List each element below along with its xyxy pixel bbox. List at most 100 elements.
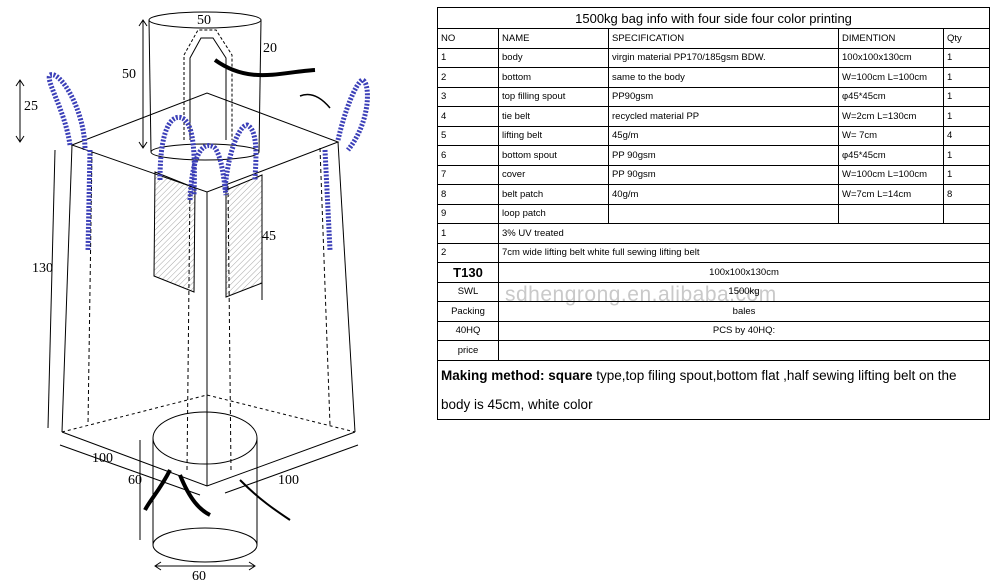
cell-qty: 1	[942, 67, 991, 88]
spec-table: 1500kg bag info with four side four colo…	[436, 7, 991, 420]
dim-loop-height: 25	[24, 99, 38, 114]
cell-no: 7	[437, 164, 499, 185]
info-row: 40HQ PCS by 40HQ:	[437, 320, 991, 341]
cell-no: 8	[437, 184, 499, 205]
header-no: NO	[437, 28, 499, 49]
cell-name: loop patch	[498, 203, 609, 224]
info-row: T130 100x100x130cm	[437, 262, 991, 283]
bag-top-face	[70, 92, 340, 193]
table-row: 9 loop patch	[437, 203, 991, 224]
cell-qty: 1	[942, 86, 991, 107]
cell-name: belt patch	[498, 184, 609, 205]
header-qty: Qty	[942, 28, 991, 49]
cell-qty: 8	[942, 184, 991, 205]
cell-name: top filling spout	[498, 86, 609, 107]
cell-no: 2	[437, 67, 499, 88]
note-text: 7cm wide lifting belt white full sewing …	[497, 242, 991, 263]
header-name: NAME	[498, 28, 609, 49]
table-row: 4 tie belt recycled material PP W=2cm L=…	[437, 106, 991, 127]
table-row: 5 lifting belt 45g/m W= 7cm 4	[437, 125, 991, 146]
info-label-swl: SWL	[437, 281, 499, 302]
cell-dim: W= 7cm	[838, 125, 944, 146]
table-row: 8 belt patch 40g/m W=7cm L=14cm 8	[437, 184, 991, 205]
lifting-loop-right	[335, 77, 370, 152]
cell-spec: virgin material PP170/185gsm BDW.	[608, 47, 839, 68]
table-row: 6 bottom spout PP 90gsm φ45*45cm 1	[437, 145, 991, 166]
cell-dim: W=100cm L=100cm	[838, 164, 944, 185]
cell-spec: recycled material PP	[608, 106, 839, 127]
cell-dim: 100x100x130cm	[838, 47, 944, 68]
cell-spec: 40g/m	[608, 184, 839, 205]
note-no: 1	[437, 223, 499, 244]
dim-bottom-spout-width: 60	[192, 569, 206, 584]
cell-no: 1	[437, 47, 499, 68]
cell-dim	[838, 203, 944, 224]
table-row: 3 top filling spout PP90gsm φ45*45cm 1	[437, 86, 991, 107]
cell-dim: φ45*45cm	[838, 86, 944, 107]
cell-no: 9	[437, 203, 499, 224]
table-title-row: 1500kg bag info with four side four colo…	[436, 7, 991, 29]
bag-bottom-face	[61, 431, 356, 487]
dim-patch-length: 45	[262, 229, 276, 244]
cell-spec: PP90gsm	[608, 86, 839, 107]
info-row: Packing bales	[437, 301, 991, 322]
info-value-packing: bales	[497, 301, 991, 322]
cell-qty: 1	[942, 47, 991, 68]
method-label: Making method: square	[441, 367, 593, 383]
bottom-spout-rim	[152, 411, 258, 465]
cell-no: 4	[437, 106, 499, 127]
info-label-price: price	[437, 340, 499, 361]
dim-body-height: 130	[32, 261, 53, 276]
cell-name: lifting belt	[498, 125, 609, 146]
header-dimention: DIMENTION	[838, 28, 944, 49]
info-value-swl: 1500kg	[497, 281, 991, 302]
note-text: 3% UV treated	[497, 223, 991, 244]
dim-spout-top-width: 50	[197, 13, 211, 28]
dim-spout-top-length: 50	[122, 67, 136, 82]
info-value-40hq: PCS by 40HQ:	[497, 320, 991, 341]
cell-spec: 45g/m	[608, 125, 839, 146]
header-specification: SPECIFICATION	[608, 28, 839, 49]
table-row: 2 bottom same to the body W=100cm L=100c…	[437, 67, 991, 88]
info-label-packing: Packing	[437, 301, 499, 322]
note-no: 2	[437, 242, 499, 263]
cell-dim: W=2cm L=130cm	[838, 106, 944, 127]
info-value-model: 100x100x130cm	[497, 262, 991, 283]
belt-patch-right	[225, 174, 263, 298]
table-header-row: NO NAME SPECIFICATION DIMENTION Qty	[437, 28, 991, 49]
info-row: price	[437, 340, 991, 361]
cell-name: bottom spout	[498, 145, 609, 166]
dim-base-left: 100	[92, 451, 113, 466]
info-label-40hq: 40HQ	[437, 320, 499, 341]
table-row: 1 body virgin material PP170/185gsm BDW.…	[437, 47, 991, 68]
cell-spec	[608, 203, 839, 224]
info-row: SWL 1500kg	[437, 281, 991, 302]
note-row: 1 3% UV treated	[437, 223, 991, 244]
cell-no: 5	[437, 125, 499, 146]
cell-dim: φ45*45cm	[838, 145, 944, 166]
dim-bottom-spout-height: 60	[128, 473, 142, 488]
belt-patch-left	[153, 171, 196, 293]
table-title: 1500kg bag info with four side four colo…	[436, 7, 991, 29]
dim-spout-top-height: 20	[263, 41, 277, 56]
cell-spec: same to the body	[608, 67, 839, 88]
info-label-model: T130	[437, 262, 499, 283]
cell-name: cover	[498, 164, 609, 185]
cell-name: tie belt	[498, 106, 609, 127]
cell-spec: PP 90gsm	[608, 164, 839, 185]
cell-qty: 1	[942, 164, 991, 185]
bag-drawing: 50 20 50 25 130 45 100 100 60 60	[15, 11, 370, 584]
lifting-loop-left	[46, 72, 88, 151]
cell-name: bottom	[498, 67, 609, 88]
making-method: Making method: square type,top filing sp…	[436, 359, 991, 420]
cell-qty: 1	[942, 106, 991, 127]
cell-dim: W=7cm L=14cm	[838, 184, 944, 205]
lifting-loop-front-right	[222, 122, 259, 191]
cell-qty: 4	[942, 125, 991, 146]
cell-qty: 1	[942, 145, 991, 166]
method-row: Making method: square type,top filing sp…	[436, 359, 991, 420]
cell-qty	[942, 203, 991, 224]
dim-base-right: 100	[278, 473, 299, 488]
method-text: type,top filing spout,bottom flat ,half …	[441, 367, 957, 412]
note-row: 2 7cm wide lifting belt white full sewin…	[437, 242, 991, 263]
